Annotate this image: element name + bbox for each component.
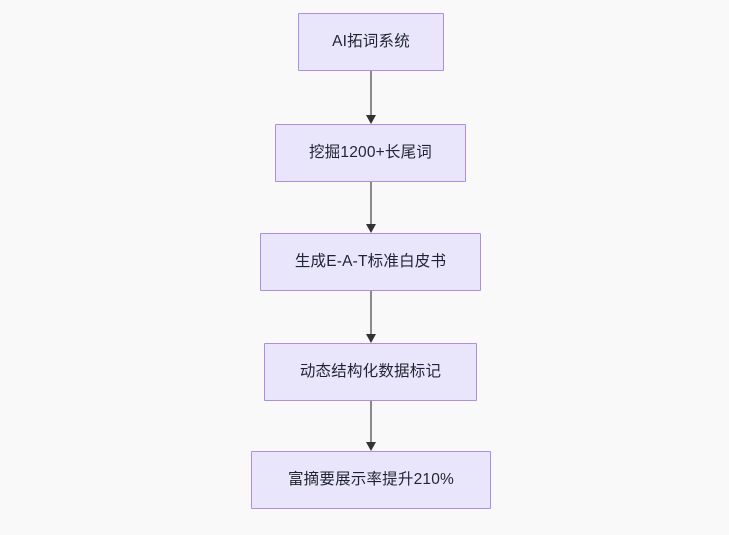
connector-line xyxy=(370,71,372,116)
connector-line xyxy=(370,182,372,225)
flow-node-mine-longtail-keywords[interactable]: 挖掘1200+长尾词 xyxy=(275,124,466,182)
flow-node-ai-keyword-system[interactable]: AI拓词系统 xyxy=(298,13,444,71)
flow-node-dynamic-structured-data-markup[interactable]: 动态结构化数据标记 xyxy=(264,343,477,401)
arrowhead-icon xyxy=(365,334,376,343)
flow-node-label: 富摘要展示率提升210% xyxy=(287,471,455,489)
flow-node-label: AI拓词系统 xyxy=(332,33,410,51)
arrowhead-icon xyxy=(365,442,376,451)
flow-node-label: 生成E-A-T标准白皮书 xyxy=(294,253,447,271)
flow-node-generate-eat-whitepaper[interactable]: 生成E-A-T标准白皮书 xyxy=(260,233,481,291)
arrowhead-icon xyxy=(365,115,376,124)
connector-line xyxy=(370,401,372,443)
flow-node-rich-snippet-rate-increase[interactable]: 富摘要展示率提升210% xyxy=(251,451,491,509)
arrowhead-icon xyxy=(365,224,376,233)
connector-line xyxy=(370,291,372,335)
flow-node-label: 动态结构化数据标记 xyxy=(299,363,442,381)
flow-node-label: 挖掘1200+长尾词 xyxy=(308,144,433,162)
